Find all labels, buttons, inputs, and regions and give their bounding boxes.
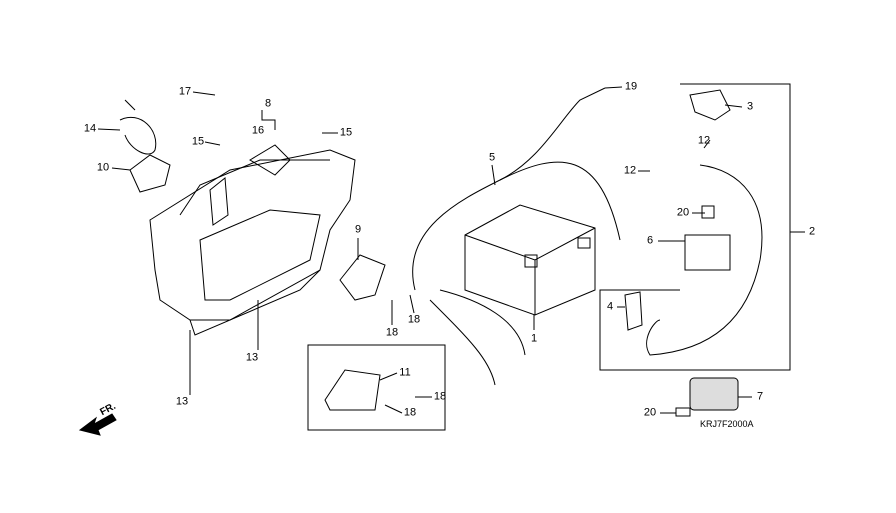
box-2: [599, 83, 791, 371]
callout-8: 8: [264, 97, 272, 110]
callout-13: 13: [245, 351, 259, 364]
callout-2: 2: [808, 225, 816, 238]
callout-12: 12: [623, 164, 637, 177]
callout-5: 5: [488, 151, 496, 164]
callout-4: 4: [606, 300, 614, 313]
callout-19: 19: [624, 80, 638, 93]
callout-6: 6: [646, 234, 654, 247]
callout-3: 3: [746, 100, 754, 113]
band-14: [119, 99, 157, 155]
callout-15: 15: [191, 135, 205, 148]
diagram-code: KRJ7F2000A: [700, 419, 754, 429]
battery-case: [149, 144, 356, 336]
bracket-9: [339, 254, 386, 301]
callout-18: 18: [385, 326, 399, 339]
leader-lines: [97, 86, 805, 414]
callout-7: 7: [756, 390, 764, 403]
cover-4: [624, 291, 643, 331]
callout-1: 1: [530, 332, 538, 345]
callout-20: 20: [676, 206, 690, 219]
callout-10: 10: [96, 161, 110, 174]
relay-6: [684, 234, 731, 271]
fuse-20: [675, 205, 715, 417]
callout-18: 18: [407, 313, 421, 326]
battery: [464, 204, 596, 316]
callout-14: 14: [83, 122, 97, 135]
front-arrow-icon: [78, 413, 117, 436]
callout-11: 11: [399, 366, 411, 379]
callout-16: 16: [251, 124, 265, 137]
callout-15: 15: [339, 126, 353, 139]
case-7: [689, 377, 739, 411]
cover-10: [129, 154, 171, 193]
callout-20: 20: [643, 406, 657, 419]
callout-18: 18: [433, 390, 447, 403]
box-11: [307, 344, 446, 431]
callout-13: 13: [175, 395, 189, 408]
cover-3: [689, 89, 731, 121]
callout-17: 17: [178, 85, 192, 98]
bracket-11: [324, 369, 381, 411]
callout-12: 12: [697, 134, 711, 147]
callout-9: 9: [354, 223, 362, 236]
cable-2: [646, 164, 763, 356]
callout-18: 18: [403, 406, 417, 419]
cable-5: [412, 87, 621, 386]
